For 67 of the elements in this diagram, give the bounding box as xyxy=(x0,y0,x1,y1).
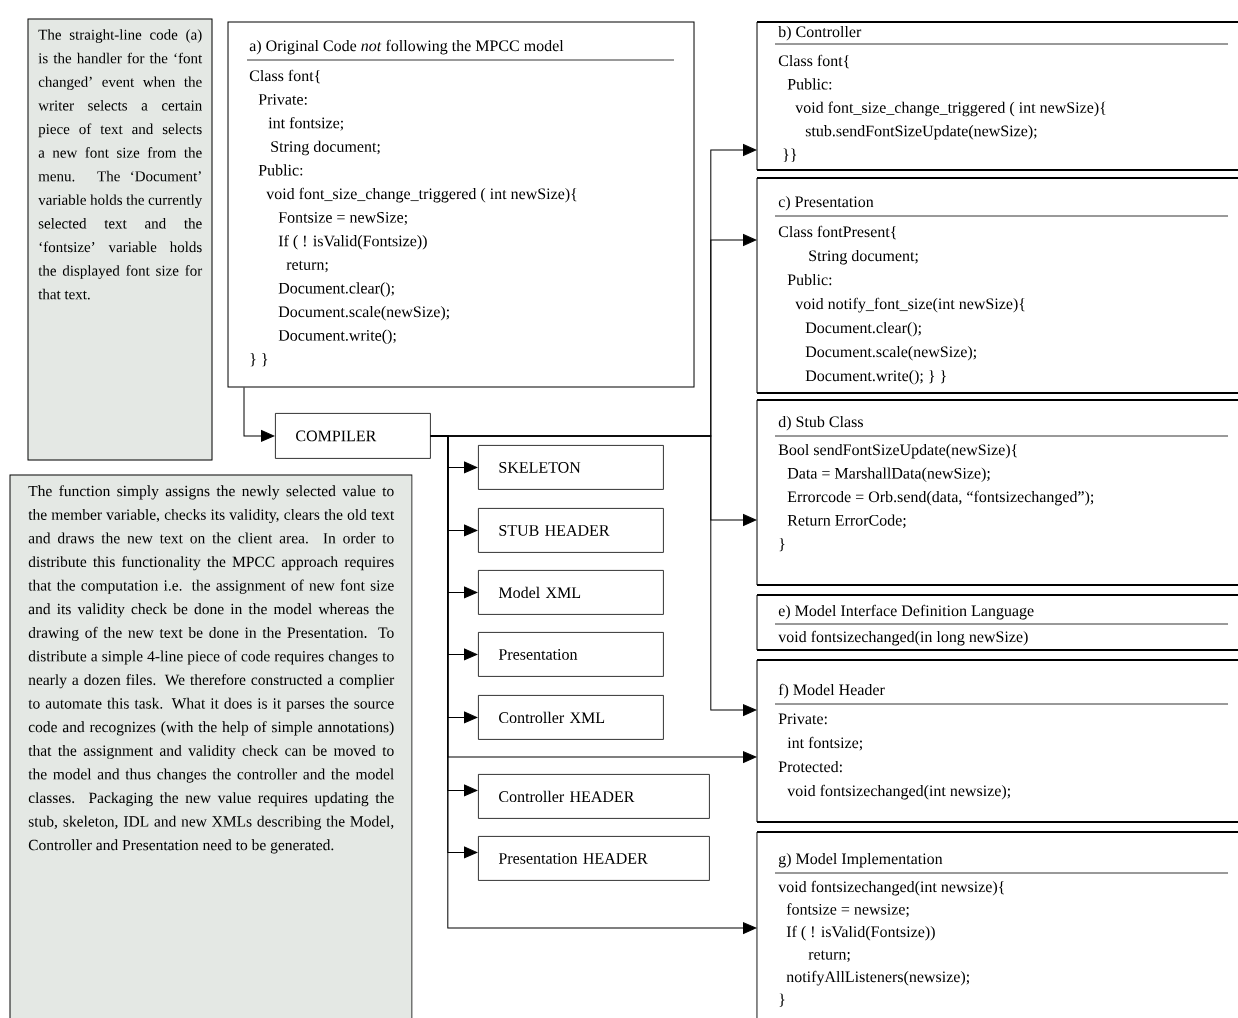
file-box: Model XML xyxy=(478,570,664,615)
arrow xyxy=(430,435,757,934)
code-panel xyxy=(756,176,1238,395)
code-panel xyxy=(756,658,1238,824)
code-line: }} xyxy=(783,148,797,162)
code-line: Return ErrorCode; xyxy=(787,514,906,528)
panel-heading: f) Model Header xyxy=(778,683,885,699)
code-line: Data = MarshallData(newSize); xyxy=(787,467,990,482)
file-box: STUB HEADER xyxy=(478,508,664,553)
code-line: Document.clear(); xyxy=(805,321,921,337)
code-line: Class font{ xyxy=(249,69,320,84)
code-line: String document; xyxy=(809,249,918,265)
code-line: If ( ! isValid(Fontsize)) xyxy=(278,234,427,250)
code-panel xyxy=(756,593,1238,652)
code-line: Private: xyxy=(778,713,827,725)
code-panel xyxy=(756,20,1238,172)
code-line: void fontsizechanged(in long newSize) xyxy=(778,630,1028,646)
code-panel xyxy=(756,398,1238,587)
code-line: int fontsize; xyxy=(268,116,343,131)
code-line: If ( ! isValid(Fontsize)) xyxy=(786,925,935,941)
file-box: Presentation HEADER xyxy=(478,836,710,881)
code-line: Class font{ xyxy=(778,54,849,69)
code-line: Document.write(); } } xyxy=(805,369,946,385)
panel-heading: d) Stub Class xyxy=(778,415,863,431)
note-box: The function simply assigns the newly selected value to the member variable, checks its validity, clears the old text and draws the new text on the client area. In order to distribute this functionality the MPCC approach requires that the computation i.e. the assignment of new font size and its validity check be done in the model whereas the drawing of the new text be done in the Presentation. To distribute a simple 4-line piece of code requires changes to nearly a dozen files. We therefore constructed a complier to automate this task. What it does is it parses the source code and recognizes (with the help of simple annotations) that the assignment and validity check can be moved to the model and thus changes the controller and the model classes. Packaging the new value requires updating the stub, skeleton, IDL and new XMLs describing the Model, Controller and Presentation need to be generated. xyxy=(9,474,413,1018)
code-line: void font_size_change_triggered ( int newSize){ xyxy=(266,187,577,203)
code-line: Class fontPresent{ xyxy=(778,225,896,240)
code-line: void font_size_change_triggered ( int newSize){ xyxy=(795,101,1106,117)
panel-heading: e) Model Interface Definition Language xyxy=(778,604,1034,620)
note-box: The straight-line code (a) is the handler for the ‘font changed’ event when the writer selects a certain piece of text and selects a new font size from the menu. The ‘Document’ variable holds the currently selected text and the ‘fontsize’ variable holds the displayed font size for that text. xyxy=(27,18,213,461)
file-box: COMPILER xyxy=(275,413,431,459)
code-line: Document.scale(newSize); xyxy=(805,345,976,361)
code-line: Document.write(); xyxy=(278,329,396,344)
code-line: Protected: xyxy=(778,760,842,773)
code-line: Document.scale(newSize); xyxy=(278,305,449,321)
code-line: fontsize = newsize; xyxy=(786,903,909,917)
code-line: void fontsizechanged(int newsize); xyxy=(787,784,1010,800)
code-line: return; xyxy=(808,950,850,962)
code-line: Document.clear(); xyxy=(278,282,394,297)
code-line: Fontsize = newSize; xyxy=(278,212,407,226)
code-line: Public: xyxy=(787,78,832,90)
code-line: int fontsize; xyxy=(787,736,862,751)
code-line: void notify_font_size(int newSize){ xyxy=(795,297,1025,313)
code-line: } xyxy=(779,537,785,552)
code-line: notifyAllListeners(newsize); xyxy=(786,970,969,986)
arrow xyxy=(243,386,275,442)
panel-heading: c) Presentation xyxy=(778,195,874,211)
code-line: Private: xyxy=(258,94,307,105)
file-box: Presentation xyxy=(478,632,664,677)
file-box: SKELETON xyxy=(478,445,664,490)
code-panel xyxy=(227,21,695,388)
code-line: return; xyxy=(286,260,328,273)
code-line: String document; xyxy=(271,140,380,156)
code-panel xyxy=(756,830,1238,1018)
code-line: Public: xyxy=(258,164,303,176)
code-line: stub.sendFontSizeUpdate(newSize); xyxy=(805,125,1037,140)
code-line: Public: xyxy=(787,273,832,286)
file-box: Controller HEADER xyxy=(478,774,710,819)
file-box: Controller XML xyxy=(478,695,664,740)
code-line: void fontsizechanged(int newsize){ xyxy=(778,880,1004,896)
panel-heading: b) Controller xyxy=(778,25,862,41)
code-line: } } xyxy=(250,353,268,367)
code-line: Bool sendFontSizeUpdate(newSize){ xyxy=(778,443,1017,459)
code-line: } xyxy=(779,993,785,1007)
code-line: Errorcode = Orb.send(data, “fontsizechanged”); xyxy=(787,490,1094,506)
panel-heading: a) Original Code not following the MPCC model xyxy=(249,39,564,55)
panel-heading: g) Model Implementation xyxy=(778,852,943,868)
